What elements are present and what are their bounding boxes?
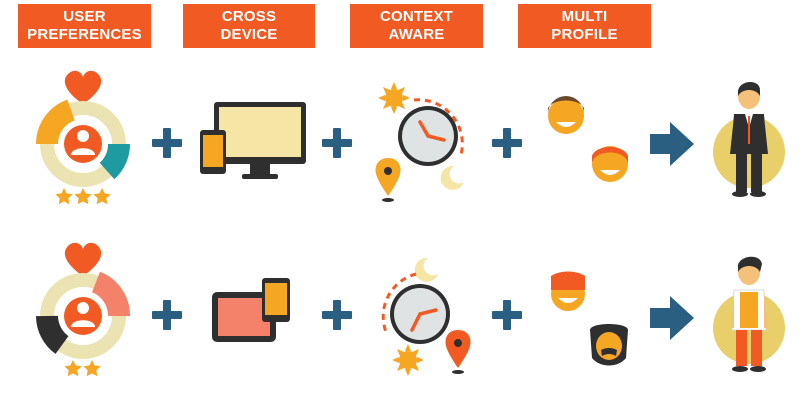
casual-man-persona-icon [713,256,785,372]
plus-icon [492,300,522,330]
multi-profile-icon [548,96,629,182]
avatar-face-icon [590,324,628,366]
businessman-persona-icon [713,81,785,197]
avatar-face-icon [548,96,584,134]
context-aware-icon [375,82,464,202]
header-line2: DEVICE [220,26,278,43]
header-line1: CONTEXT [379,8,454,25]
plus-icon [322,128,352,158]
location-pin-icon [375,158,401,196]
plus-icon [492,128,522,158]
header-line1: CROSS [221,8,277,25]
context-aware-icon [381,257,471,376]
user-preferences-icon [36,242,130,377]
arrow-right-icon [650,122,694,166]
rating-stars [55,188,111,205]
plus-icon [152,128,182,158]
avatar-face-icon [551,271,585,311]
cross-device-icon [212,278,290,342]
moon-icon [440,165,464,190]
rating-stars [64,360,101,377]
arrow-right-icon [650,296,694,340]
location-pin-icon [445,330,471,368]
sun-icon [378,82,410,114]
plus-icon [152,300,182,330]
header-line2: AWARE [388,26,445,43]
header-line2: PREFERENCES [27,26,142,43]
header-line1: USER [63,8,106,25]
multi-profile-icon [551,271,628,366]
cross-device-icon [200,102,306,179]
heart-icon [64,70,102,104]
sun-icon [392,344,424,376]
header-line1: MULTI [561,8,608,25]
plus-icon [322,300,352,330]
avatar-face-icon [591,146,629,182]
moon-icon [414,257,438,282]
user-preferences-icon [35,70,131,205]
header-line2: PROFILE [551,26,618,43]
heart-icon [64,242,102,276]
